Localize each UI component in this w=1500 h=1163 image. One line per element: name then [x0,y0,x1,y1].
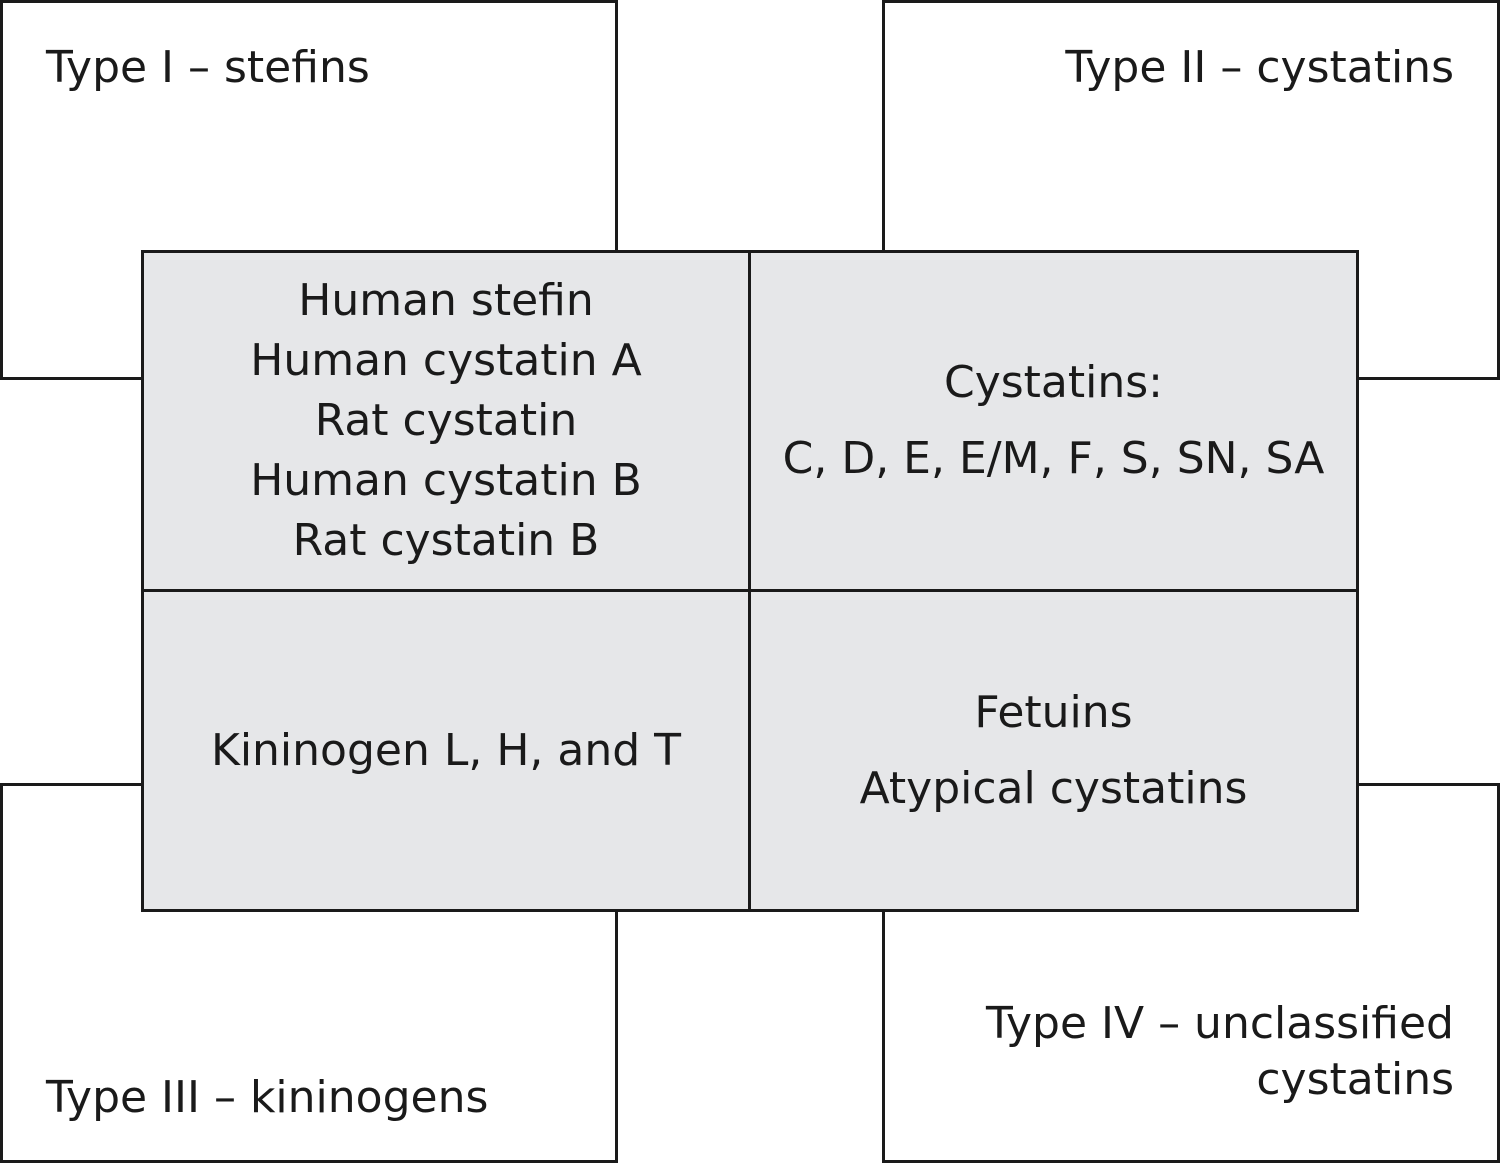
member-item: Human stefin [298,275,594,326]
member-item: Fetuins [974,686,1133,738]
member-item: Cystatins: [943,357,1163,408]
member-item: Human cystatin B [250,455,642,506]
grid-horizontal-divider [141,589,1359,592]
member-item: Kininogen L, H, and T [210,724,682,776]
type-i-members-cell: Human stefin Human cystatin A Rat cystat… [144,253,748,589]
member-item: Rat cystatin [314,395,578,446]
type-ii-label: Type II – cystatins [1065,42,1454,93]
grid-vertical-divider [748,250,751,912]
type-iii-members-cell: Kininogen L, H, and T [144,592,748,909]
type-i-label: Type I – stefins [46,42,370,93]
member-item: Human cystatin A [250,335,642,386]
type-iv-label: Type IV – unclassified cystatins [986,996,1454,1108]
type-iv-members-cell: Fetuins Atypical cystatins [751,592,1356,909]
type-iii-label: Type III – kininogens [46,1072,489,1123]
type-iv-label-line2: cystatins [1256,1054,1454,1105]
type-ii-members-cell: Cystatins: C, D, E, E/M, F, S, SN, SA [751,253,1356,589]
member-item: Rat cystatin B [292,515,600,566]
member-item: Atypical cystatins [859,762,1248,814]
member-item: C, D, E, E/M, F, S, SN, SA [782,433,1325,484]
type-iv-label-line1: Type IV – unclassified [985,998,1454,1049]
